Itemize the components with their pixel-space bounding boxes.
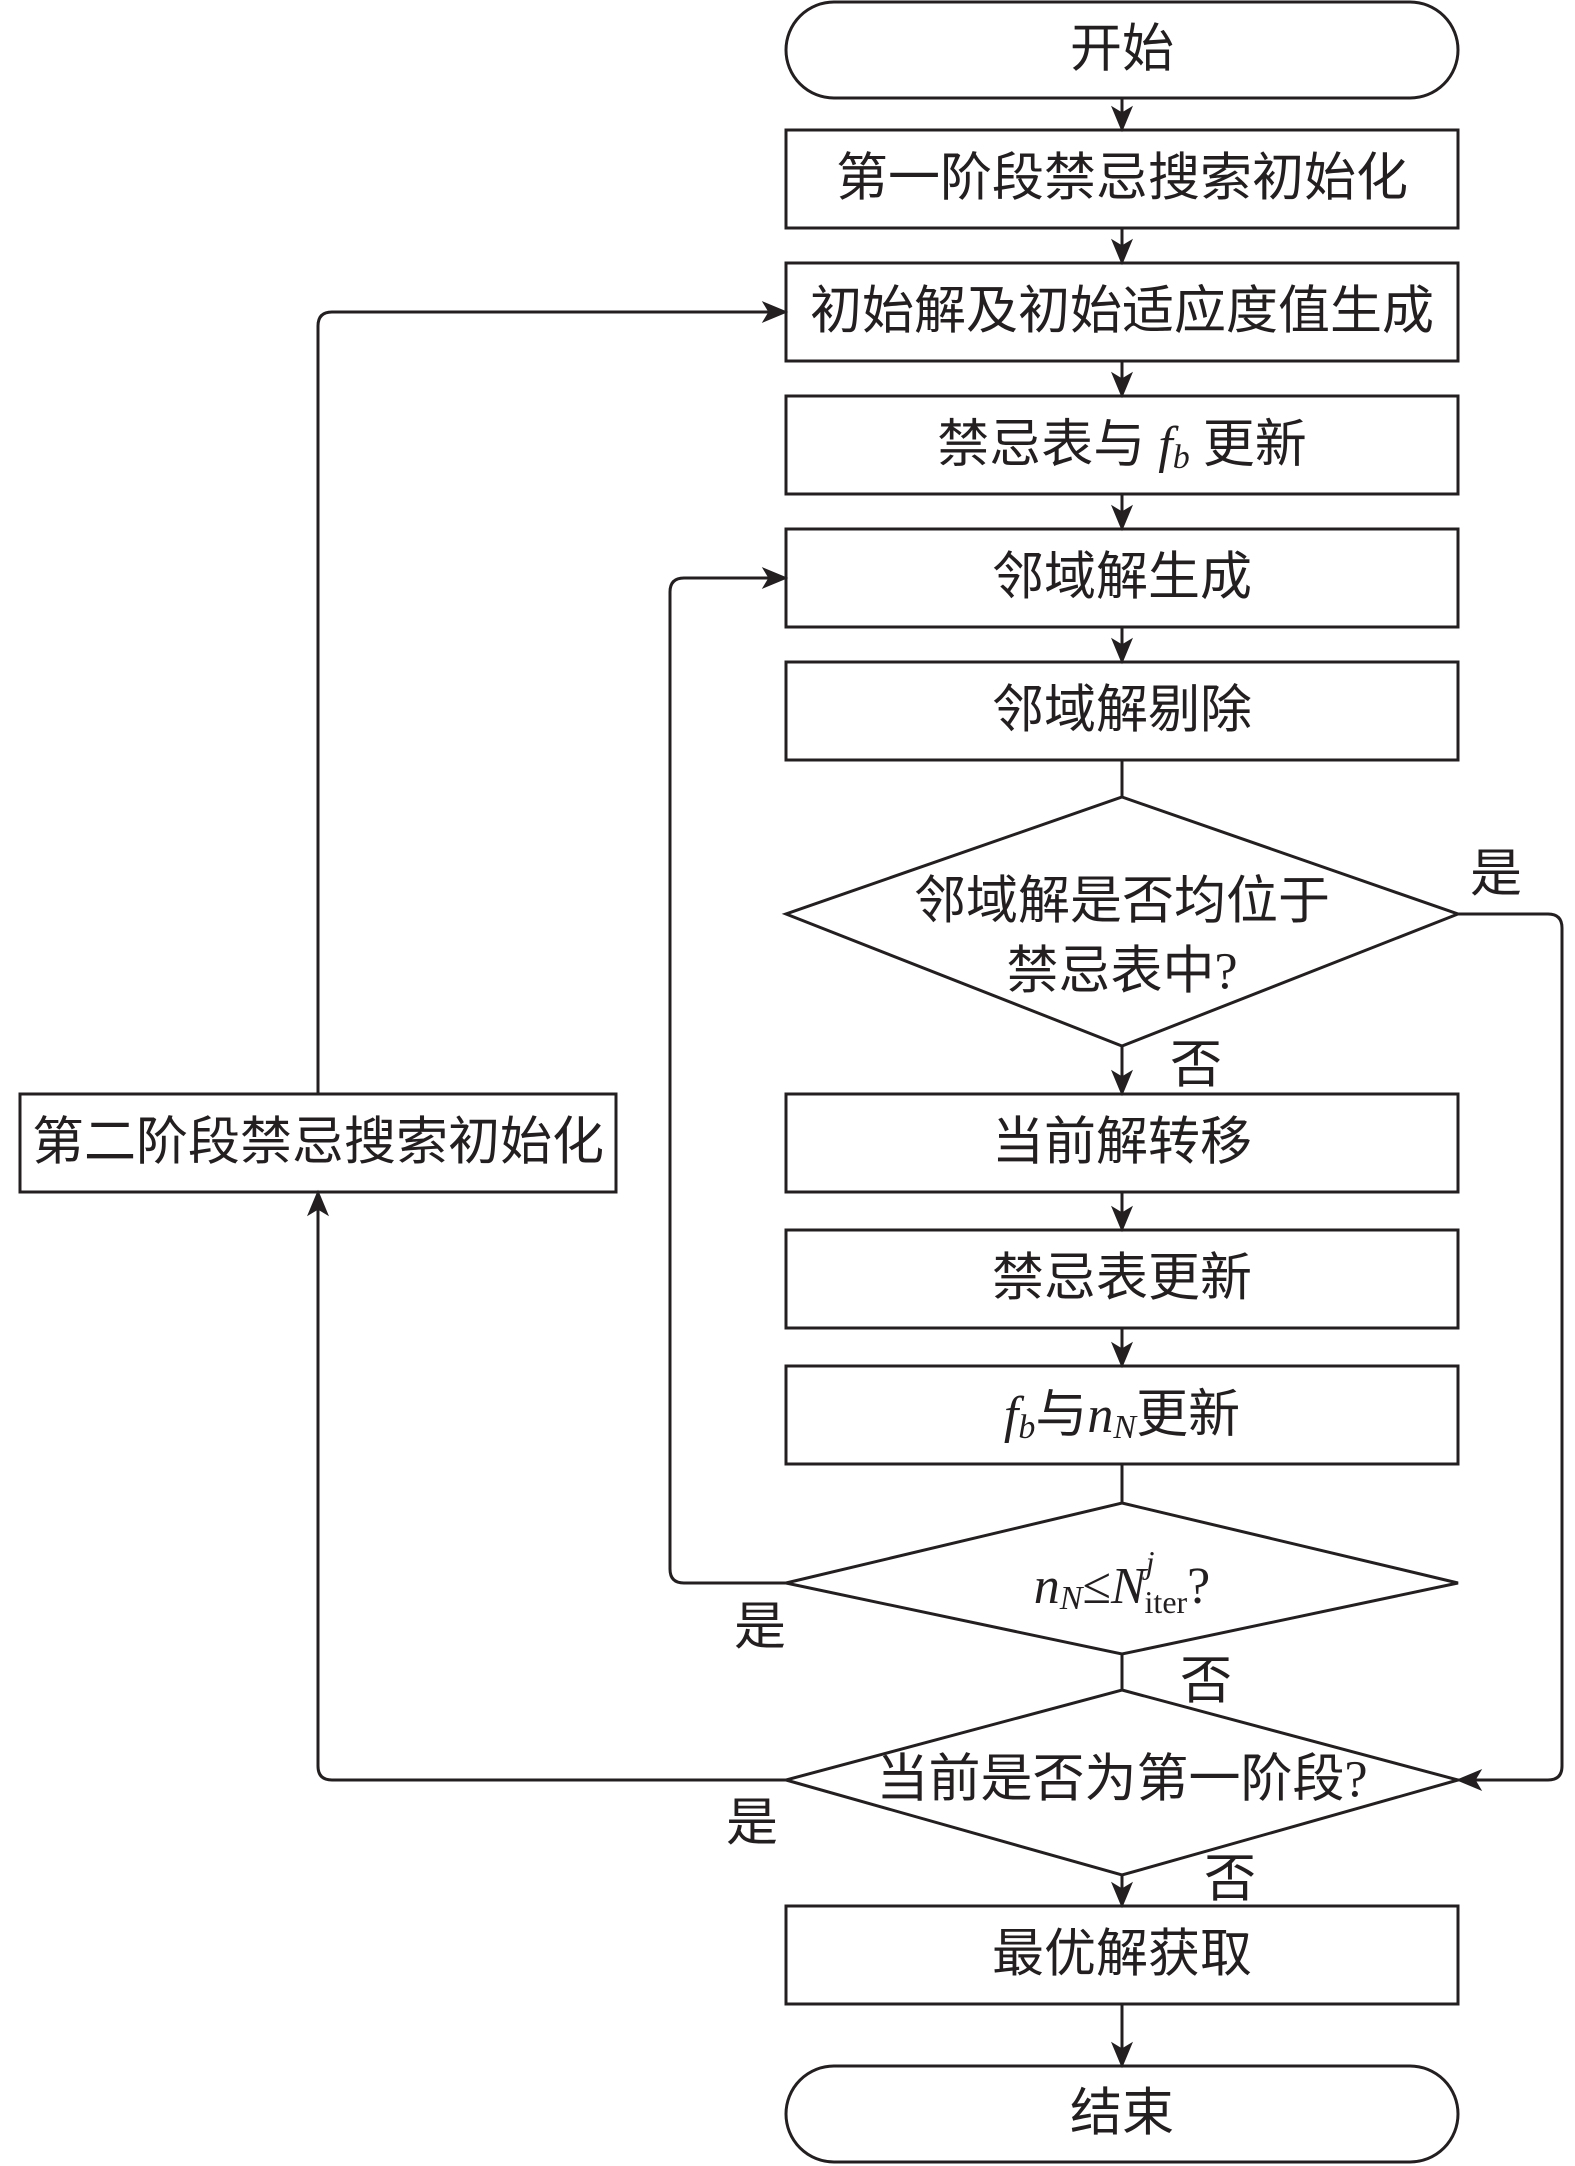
get-optimal-box: 最优解获取: [784, 1904, 1460, 2006]
connectors: [307, 98, 1564, 2069]
decision-tabu-line1: 邻域解是否均位于: [914, 874, 1330, 931]
decision-tabu-diamond: 邻域解是否均位于 禁忌表中?: [781, 795, 1463, 1048]
decision-stage-diamond: 当前是否为第一阶段?: [780, 1688, 1464, 1877]
decision-iter-diamond: nN≤Nj iter?: [785, 1501, 1459, 1656]
end-label: 结束: [1070, 2086, 1174, 2143]
arrow-stage2-to-gen-initial: [316, 301, 789, 1094]
label-tabu-no: 否: [1170, 1038, 1222, 1095]
decision-iter-op: ≤: [1082, 1558, 1111, 1615]
init-stage2-box: 第二阶段禁忌搜索初始化: [18, 1092, 618, 1194]
gen-initial-label: 初始解及初始适应度值生成: [810, 284, 1434, 341]
arrow-decision-iter-yes-loop: [668, 567, 789, 1585]
decision-iter-sub2: iter: [1145, 1584, 1188, 1620]
decision-iter-label: nN≤Nj iter?: [1034, 1544, 1211, 1620]
gen-neighbor-box: 邻域解生成: [784, 527, 1460, 629]
decision-iter-sup: j: [1142, 1544, 1155, 1580]
transfer-current-label: 当前解转移: [992, 1115, 1252, 1172]
update-tabu-label: 禁忌表更新: [992, 1251, 1252, 1308]
update-tabu-box: 禁忌表更新: [784, 1228, 1460, 1330]
remove-neighbor-label: 邻域解剔除: [992, 683, 1252, 740]
branch-labels: 是 否 是 否 是 否: [726, 847, 1522, 1909]
decision-stage-label: 当前是否为第一阶段?: [876, 1752, 1367, 1809]
update-fb-nN-sub1: b: [1018, 1409, 1035, 1446]
update-fb-nN-label: fb与nN更新: [1004, 1387, 1240, 1446]
decision-iter-sub1: N: [1059, 1580, 1085, 1617]
decision-iter-var2: N: [1110, 1558, 1149, 1615]
update-fb-nN-box: fb与nN更新: [784, 1364, 1460, 1466]
update-tabu-fb-prefix: 禁忌表与: [937, 417, 1158, 474]
update-tabu-fb-suffix: 更新: [1190, 417, 1307, 474]
update-fb-nN-var2: n: [1087, 1387, 1113, 1444]
start-node: 开始: [784, 0, 1460, 100]
update-tabu-fb-box: 禁忌表与 fb 更新: [784, 394, 1460, 496]
get-optimal-label: 最优解获取: [992, 1927, 1252, 1984]
update-tabu-fb-sub: b: [1173, 439, 1190, 476]
init-stage2-label: 第二阶段禁忌搜索初始化: [32, 1115, 604, 1172]
gen-initial-box: 初始解及初始适应度值生成: [784, 261, 1460, 363]
update-fb-nN-suffix: 更新: [1136, 1387, 1240, 1444]
label-stage-yes: 是: [726, 1796, 778, 1853]
label-tabu-yes: 是: [1470, 847, 1522, 904]
remove-neighbor-box: 邻域解剔除: [784, 660, 1460, 762]
line-decision-stage-yes: [307, 1189, 786, 1782]
init-stage1-box: 第一阶段禁忌搜索初始化: [784, 128, 1460, 230]
end-node: 结束: [784, 2064, 1460, 2164]
update-tabu-fb-label: 禁忌表与 fb 更新: [937, 417, 1306, 476]
label-iter-no: 否: [1180, 1654, 1232, 1711]
decision-iter-var1: n: [1034, 1558, 1060, 1615]
label-iter-yes: 是: [734, 1600, 786, 1657]
update-fb-nN-sub2: N: [1112, 1409, 1138, 1446]
arrow-decision-tabu-yes-loop: [1455, 912, 1564, 1791]
start-label: 开始: [1070, 22, 1174, 79]
decision-iter-q: ?: [1187, 1558, 1210, 1615]
transfer-current-box: 当前解转移: [784, 1092, 1460, 1194]
decision-tabu-line2: 禁忌表中?: [1006, 944, 1237, 1001]
update-fb-nN-mid: 与: [1035, 1387, 1087, 1444]
gen-neighbor-label: 邻域解生成: [992, 550, 1252, 607]
label-stage-no: 否: [1204, 1852, 1256, 1909]
init-stage1-label: 第一阶段禁忌搜索初始化: [836, 151, 1408, 208]
